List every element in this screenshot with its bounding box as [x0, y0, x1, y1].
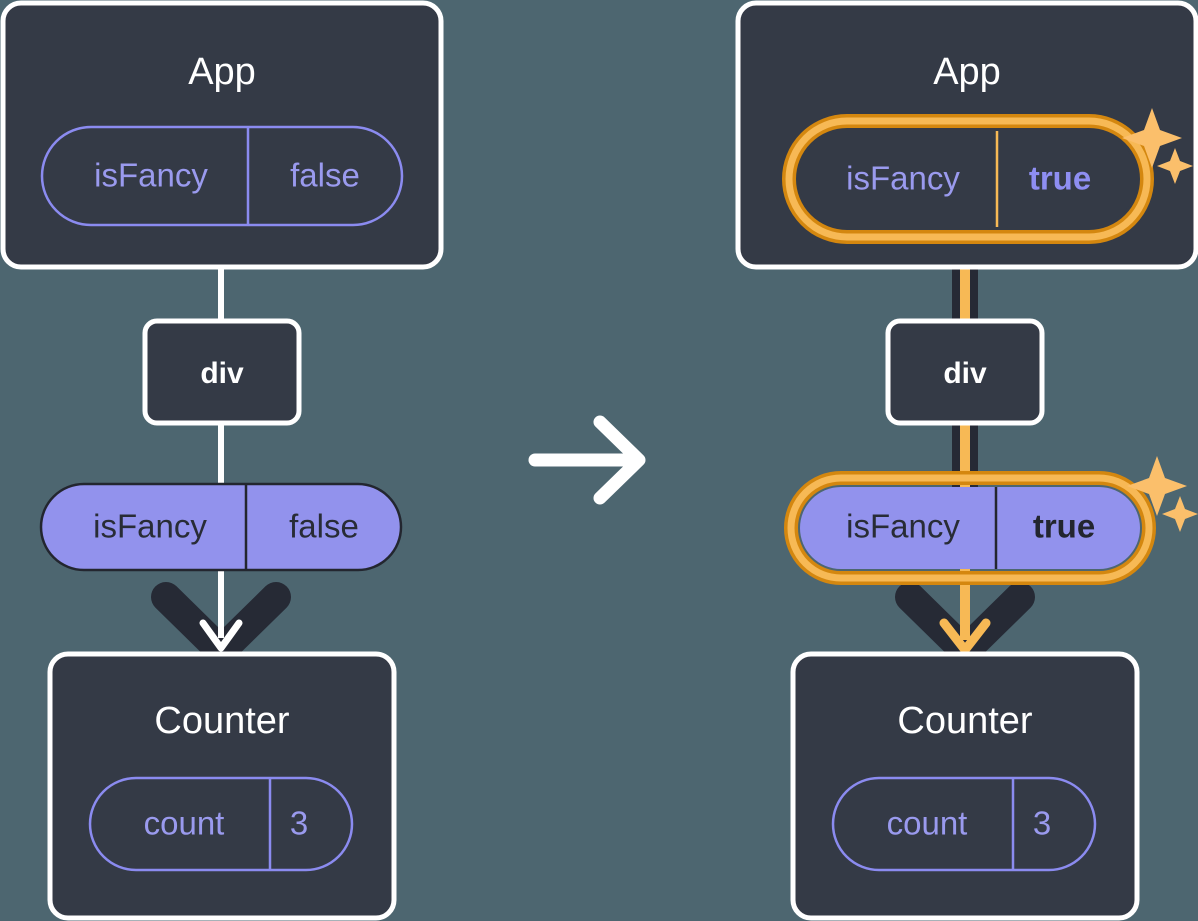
- transition-arrow-right-icon: [528, 415, 646, 505]
- counter-box-before[interactable]: Counter count 3: [47, 651, 397, 921]
- arrow-head-after: [939, 560, 991, 655]
- prop-pill-after[interactable]: isFancy true: [784, 456, 1198, 585]
- sparkle-icon-app: [1122, 108, 1193, 184]
- div-box-label: div: [943, 357, 987, 390]
- prop-pill-value: true: [1033, 508, 1095, 545]
- div-box-before[interactable]: div: [142, 318, 302, 426]
- counter-box-label: Counter: [154, 700, 290, 742]
- div-box-after[interactable]: div: [885, 318, 1045, 426]
- counter-box-label: Counter: [897, 700, 1033, 742]
- counter-state-pill-after[interactable]: count 3: [831, 776, 1097, 872]
- app-box-before[interactable]: App isFancy false: [0, 0, 444, 270]
- counter-box-after[interactable]: Counter count 3: [790, 651, 1140, 921]
- app-box-after[interactable]: App isFancy true: [735, 0, 1198, 270]
- app-state-pill-value: true: [1029, 160, 1091, 197]
- counter-state-pill-value: 3: [1033, 805, 1051, 842]
- counter-state-pill-key: count: [887, 805, 968, 842]
- app-state-pill-key: isFancy: [846, 160, 960, 197]
- panel-before: App isFancy false div isFancy false Coun…: [0, 0, 444, 921]
- prop-pill-value: false: [289, 508, 359, 545]
- app-box-label: App: [933, 51, 1001, 93]
- app-state-pill-after[interactable]: isFancy true: [782, 114, 1154, 244]
- prop-pill-key: isFancy: [93, 508, 207, 545]
- counter-state-pill-value: 3: [290, 805, 308, 842]
- app-box-label: App: [188, 51, 256, 93]
- counter-state-pill-before[interactable]: count 3: [88, 776, 354, 872]
- arrow-head-before: [199, 560, 243, 652]
- app-state-pill-value: false: [290, 157, 360, 194]
- prop-pill-key: isFancy: [846, 508, 960, 545]
- div-box-label: div: [200, 357, 244, 390]
- prop-pill-before[interactable]: isFancy false: [39, 482, 403, 572]
- counter-state-pill-key: count: [144, 805, 225, 842]
- app-state-pill-before[interactable]: isFancy false: [40, 125, 404, 227]
- app-state-pill-key: isFancy: [94, 157, 208, 194]
- sparkle-icon-prop: [1127, 456, 1198, 532]
- panel-after: App isFancy true div: [735, 0, 1198, 921]
